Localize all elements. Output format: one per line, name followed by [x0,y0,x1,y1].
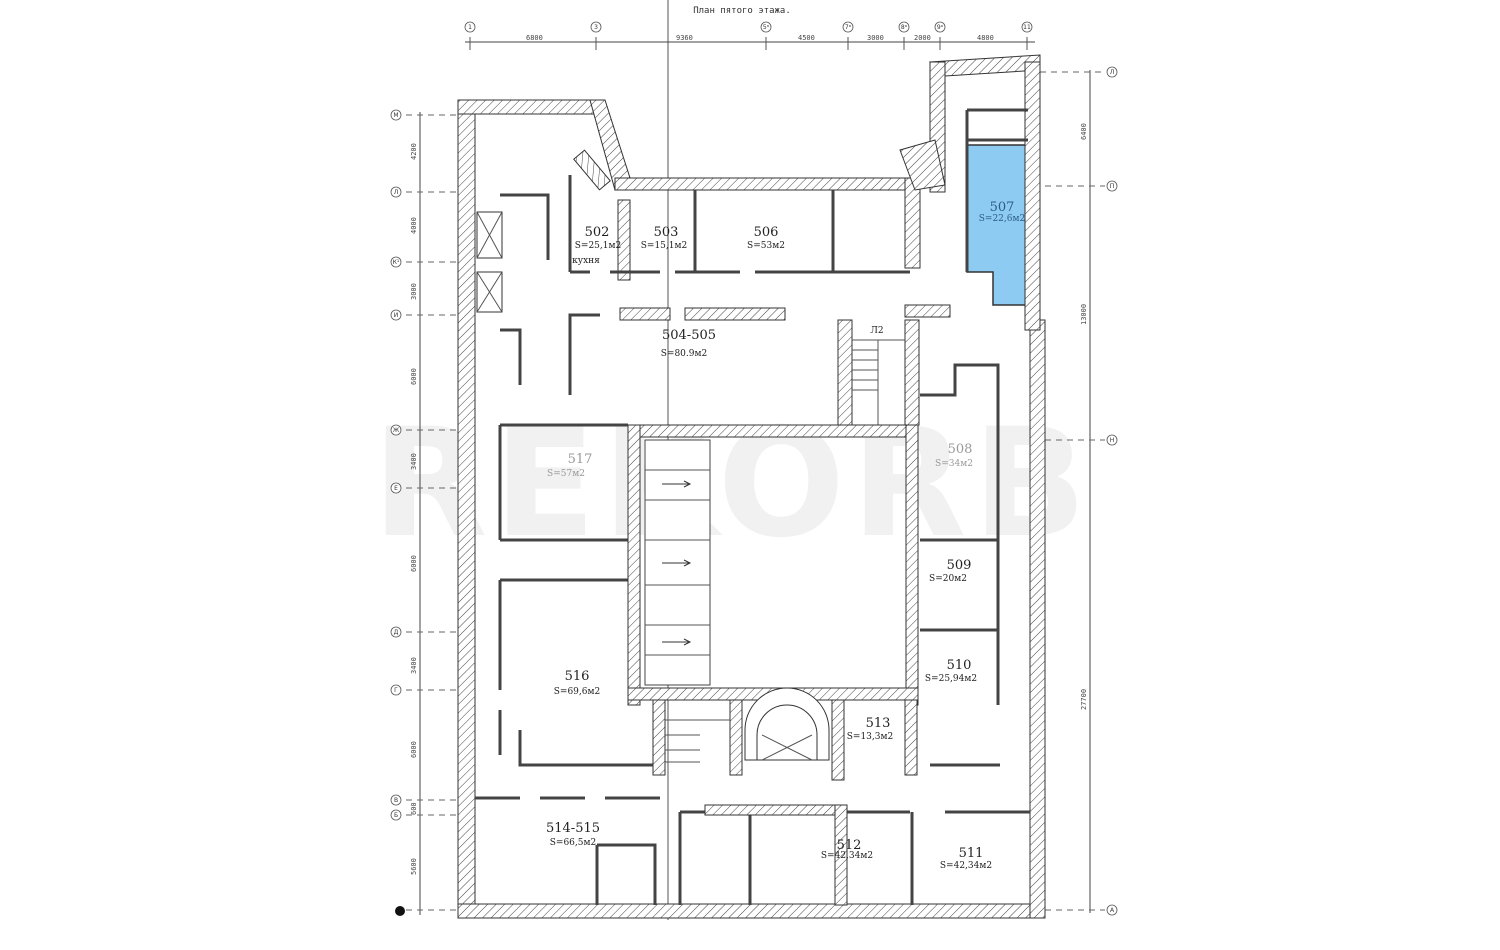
dimension-label: 4800 [977,34,994,42]
dimension-label: 6400 [1080,123,1088,140]
arrow-icon [662,480,692,646]
room-number: 507 [990,200,1015,215]
dimension-label: 6800 [526,34,543,42]
room-area: S=66,5м2 [550,838,596,848]
dimension-label: 600 [410,802,418,815]
room-area: S=57м2 [547,469,585,479]
axis-label: Д [394,629,399,636]
dimension-label: 3400 [410,657,418,674]
room-number: 502 [585,225,610,240]
dimension-label: 27700 [1080,689,1088,710]
room-number: 506 [754,225,779,240]
axis-label: 7ᵃ [845,24,851,31]
exterior-walls [457,54,1046,919]
axis-label: В [394,797,398,804]
dimension-label: 6000 [410,741,418,758]
dimension-label: 4200 [410,143,418,160]
dimension-label: 2000 [914,34,931,42]
room-area: S=22,6м2 [979,214,1025,224]
room-area: S=69,6м2 [554,687,600,697]
origin-marker [395,906,405,916]
room-511[interactable]: 511 S=42,34м2 [940,846,992,871]
axis-label: Л [394,189,399,196]
room-number: 516 [565,669,590,684]
axis-label: 1 [468,24,472,31]
room-number: 510 [947,658,972,673]
room-area: S=13,3м2 [847,732,893,742]
dimension-label: 9360 [676,34,693,42]
axis-label: 5ᵃ [763,24,769,31]
room-area: S=42,34м2 [940,861,992,871]
room-area: S=25,94м2 [925,674,977,684]
axis-label: Б [394,812,398,819]
room-number: 513 [866,716,891,731]
room-area: S=20м2 [929,574,967,584]
room-area: S=34м2 [935,459,973,469]
axis-label: 8ᵃ [901,24,907,31]
axis-label: П [1110,183,1115,190]
dimension-label: 5600 [410,858,418,875]
stair-label: Л2 [870,326,883,336]
dimension-label: 3000 [410,283,418,300]
room-number: 512 [837,838,862,853]
room-507-highlight[interactable] [966,144,1029,306]
room-517[interactable]: 517 S=57м2 [547,452,592,479]
dimension-label: 4500 [798,34,815,42]
plan-title: План пятого этажа. [693,6,791,16]
axis-label: М [393,112,398,119]
dimension-label: 13000 [1080,304,1088,325]
room-502[interactable]: 502 S=25,1м2 кухня [572,225,621,266]
room-area: S=53м2 [747,241,785,251]
room-507[interactable]: 507 S=22,6м2 [979,200,1025,224]
room-number: 509 [947,558,972,573]
room-number: 514-515 [546,821,600,836]
dimension-label: 6000 [410,555,418,572]
axis-label: К¹ [393,259,400,266]
dimension-label: 3400 [410,453,418,470]
interior-partitions [475,108,1030,906]
axis-label: Е [394,485,398,492]
axis-label: 9ᵃ [937,24,943,31]
room-509[interactable]: 509 S=20м2 [929,558,971,584]
watermark: REKORB [372,397,1093,571]
dimension-label: 4000 [410,217,418,234]
room-number: 503 [654,225,679,240]
axis-label: Ж [393,427,400,434]
room-area: S=80.9м2 [661,349,707,359]
room-number: 504-505 [662,328,716,343]
room-504-505[interactable]: 504-505 S=80.9м2 [661,328,716,359]
room-513[interactable]: 513 S=13,3м2 [847,716,893,742]
room-number: 517 [568,452,593,467]
room-516[interactable]: 516 S=69,6м2 [554,669,600,697]
room-506[interactable]: 506 S=53м2 [747,225,785,251]
room-note: кухня [572,256,600,266]
axis-label: Л [1110,69,1115,76]
axis-label: 11 [1023,24,1031,31]
elevator-shafts [476,193,550,385]
axis-label: 3 [594,24,598,31]
room-514-515[interactable]: 514-515 S=66,5м2 [546,821,600,848]
room-area: S=25,1м2 [575,241,621,251]
axis-label: И [394,312,399,319]
room-area: S=15,1м2 [641,241,687,251]
room-number: 508 [948,442,973,457]
room-512[interactable]: 512 S=42,34м2 [821,838,873,861]
right-dimension-chain: Л П Н А 6400 13000 27700 [1040,66,1118,916]
stair-l2: Л2 [837,319,920,426]
room-503[interactable]: 503 S=15,1м2 [641,225,687,251]
room-510[interactable]: 510 S=25,94м2 [925,658,977,684]
room-number: 511 [959,846,984,861]
axis-label: Н [1110,437,1115,444]
axis-label: Г [394,687,398,694]
main-staircase [652,687,918,781]
room-area: S=42,34м2 [821,851,873,861]
dimension-label: 6000 [410,368,418,385]
dimension-label: 3000 [867,34,884,42]
axis-label: А [1110,907,1115,914]
top-dimension-chain: 1 3 5ᵃ 7ᵃ 8ᵃ 9ᵃ 11 6800 9360 4500 3000 2… [464,21,1035,50]
left-dimension-chain: М Л К¹ И Ж Е Д Г В Б 4200 4000 3000 6000… [390,109,458,916]
room-508[interactable]: 508 S=34м2 [935,442,973,469]
